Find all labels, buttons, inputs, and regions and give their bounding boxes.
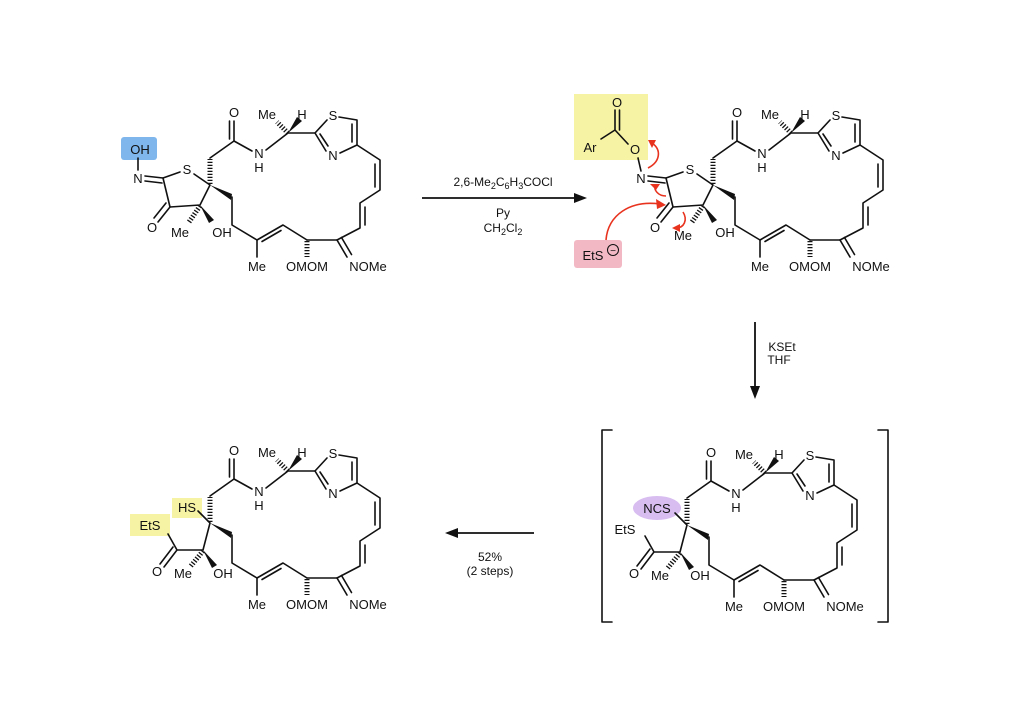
compound-3-thiol-product: HS EtS O Me OH <box>130 443 387 612</box>
step-3: 52% (2 steps) <box>445 528 534 578</box>
compound-4-isothiocyanate-intermediate: O Me OH EtS NCS <box>601 429 889 623</box>
atom-label: Me <box>674 228 692 243</box>
yield-label: 52% <box>478 550 502 564</box>
curved-arrow-icon <box>647 142 660 169</box>
atom-label: OH <box>690 568 710 583</box>
atom-label: Me <box>651 568 669 583</box>
atom-label: N <box>133 171 142 186</box>
atom-label: N <box>636 171 645 186</box>
atom-label: O <box>147 220 157 235</box>
atom-label: EtS <box>615 522 636 537</box>
atom-label: NCS <box>643 501 671 516</box>
nucleophile-label: EtS <box>583 248 604 263</box>
charge-label: − <box>610 246 616 257</box>
atom-label: H <box>254 160 263 175</box>
step-1: 2,6-Me2C6H3COCl Py CH2Cl2 <box>422 175 587 237</box>
compound-2-acyl-oxime: S N O O Ar O Me OH EtS − <box>574 94 890 274</box>
step-2: KSEt THF <box>750 322 796 399</box>
atom-label: O <box>152 564 162 579</box>
base-label: Py <box>496 206 510 220</box>
solvent-label: THF <box>767 353 790 367</box>
oxime-highlight <box>121 137 157 160</box>
atom-label: O <box>630 142 640 157</box>
atom-label: O <box>229 105 239 120</box>
reagent-label: 2,6-Me2C6H3COCl <box>453 175 552 191</box>
atom-label: S <box>183 162 192 177</box>
atom-label: OMOM <box>286 259 328 274</box>
atom-label: S <box>329 108 338 123</box>
atom-label: N <box>328 148 337 163</box>
atom-label: OH <box>213 566 233 581</box>
acyl-highlight <box>574 94 648 160</box>
atom-label: Me <box>171 225 189 240</box>
macrocycle: O N H H Me S N NOMe OMOM Me <box>207 105 387 274</box>
negative-charge-icon <box>607 244 619 256</box>
atom-label: OH <box>130 142 150 157</box>
nucleophile-highlight <box>574 240 622 268</box>
atom-label: O <box>612 95 622 110</box>
atom-label: OH <box>715 225 735 240</box>
solvent-label: CH2Cl2 <box>484 221 523 237</box>
ncs-highlight <box>633 496 681 520</box>
atom-label: Ar <box>584 140 598 155</box>
atom-label: O <box>629 566 639 581</box>
thioester-highlight <box>130 514 170 536</box>
atom-label: Me <box>248 259 266 274</box>
atom-label: EtS <box>140 518 161 533</box>
reagent-label: KSEt <box>768 340 796 354</box>
atom-label: H <box>297 107 306 122</box>
compound-1-oxime: O N H H Me S N NOMe OMOM Me <box>121 105 387 274</box>
left-bracket <box>601 429 613 623</box>
steps-label: (2 steps) <box>467 564 514 578</box>
curved-arrow-icon <box>605 202 661 241</box>
atom-label: Me <box>174 566 192 581</box>
atom-label: O <box>650 220 660 235</box>
atom-label: Me <box>258 107 276 122</box>
thiol-highlight <box>172 498 202 518</box>
atom-label: NOMe <box>349 259 387 274</box>
atom-label: OH <box>212 225 232 240</box>
atom-label: S <box>686 162 695 177</box>
atom-label: N <box>254 146 263 161</box>
right-bracket <box>877 429 889 623</box>
atom-label: HS <box>178 500 196 515</box>
